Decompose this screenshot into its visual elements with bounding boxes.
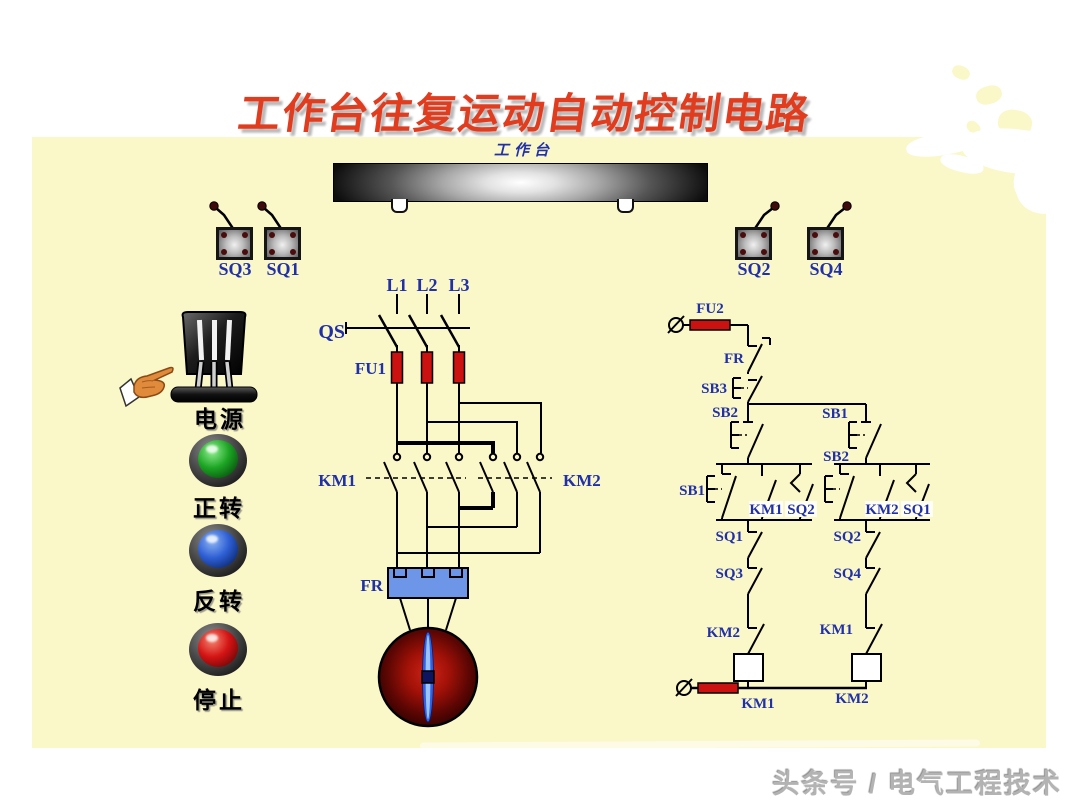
forward-button[interactable] <box>189 434 247 487</box>
l3-label: L3 <box>448 275 469 295</box>
terminal-bottom-icon <box>675 678 693 697</box>
forward-label: 正转 <box>193 495 245 521</box>
sq1-series-label: SQ1 <box>715 529 743 545</box>
sq2-series-label: SQ2 <box>833 529 861 545</box>
sq2-switch <box>735 227 772 260</box>
watermark: 头条号 / 电气工程技术 <box>772 769 1062 799</box>
km1-main-contacts <box>366 452 466 493</box>
km1-coil <box>733 653 764 682</box>
sq3-switch <box>216 227 253 260</box>
sq1-parallel-label: SQ1 <box>903 502 931 518</box>
power-label: 电源 <box>194 406 246 432</box>
km1-main-label: KM1 <box>318 471 356 490</box>
reverse-branch: SB1 SB2 KM2 SQ1 SQ2 SQ4 KM1 <box>820 406 933 707</box>
sb1-start-label: SB1 <box>822 406 848 422</box>
sq4-end-label: SQ4 <box>833 566 861 582</box>
qs-label: QS <box>318 321 345 343</box>
bottom-fuse-symbol <box>697 682 739 694</box>
km2-interlock-label: KM2 <box>707 625 740 641</box>
fu2-label: FU2 <box>696 301 724 317</box>
fr-thermal-relay <box>387 567 469 599</box>
sq2-label: SQ2 <box>737 259 771 279</box>
sb2-interlock-label: SB2 <box>823 449 849 465</box>
sq2-parallel-label: SQ2 <box>787 502 815 518</box>
worktable-foot-left <box>391 199 408 213</box>
sq3-label: SQ3 <box>218 259 252 279</box>
stop-button[interactable] <box>189 623 247 676</box>
hand-pointer-icon <box>119 366 174 408</box>
sq4-lever-icon <box>824 201 852 230</box>
fr-nc-contact <box>747 337 771 373</box>
sq3-end-label: SQ3 <box>715 566 743 582</box>
control-circuit: FU2 FR SB3 SB2 <box>667 301 933 712</box>
worktable-foot-right <box>617 199 634 213</box>
sb2-start-label: SB2 <box>712 405 738 421</box>
km2-selfhold-label: KM2 <box>865 502 898 518</box>
fr-main-label: FR <box>360 576 383 595</box>
sq3-lever-icon <box>209 201 236 230</box>
km1-interlock-label: KM1 <box>820 622 853 638</box>
km1-coil-label: KM1 <box>741 696 774 712</box>
sb3-label: SB3 <box>701 381 727 397</box>
l2-label: L2 <box>416 275 437 295</box>
reverse-label: 反转 <box>193 588 245 614</box>
sq1-label: SQ1 <box>266 259 300 279</box>
fu1-fuse-symbol <box>390 351 466 384</box>
l1-label: L1 <box>386 275 407 295</box>
motor-icon <box>377 626 479 728</box>
km2-main-contacts <box>478 452 552 493</box>
sq2-lever-icon <box>752 201 780 230</box>
km2-coil <box>851 653 882 682</box>
worktable-bar <box>333 163 708 202</box>
reverse-button[interactable] <box>189 524 247 577</box>
fu1-label: FU1 <box>355 359 386 378</box>
worktable-label: 工作台 <box>493 143 554 159</box>
stop-label: 停止 <box>193 687 245 713</box>
power-knife-switch[interactable] <box>168 310 260 406</box>
km2-coil-label: KM2 <box>835 691 868 707</box>
qs-disconnect-symbol <box>345 314 470 348</box>
km2-main-label: KM2 <box>563 471 601 490</box>
terminal-top-icon <box>667 315 685 334</box>
main-circuit: L1 L2 L3 QS FU1 <box>318 275 601 728</box>
fr-contact-label: FR <box>724 351 744 367</box>
sb1-interlock-label: SB1 <box>679 483 705 499</box>
sb3-stop-contact <box>732 372 763 403</box>
sq4-label: SQ4 <box>809 259 843 279</box>
sq4-switch <box>807 227 844 260</box>
sq1-switch <box>264 227 301 260</box>
forward-branch: SB2 SB1 KM1 SQ2 SQ1 SQ3 KM2 <box>679 404 817 712</box>
km1-selfhold-label: KM1 <box>749 502 782 518</box>
sq1-lever-icon <box>257 201 284 230</box>
fu2-fuse-symbol <box>689 319 731 331</box>
